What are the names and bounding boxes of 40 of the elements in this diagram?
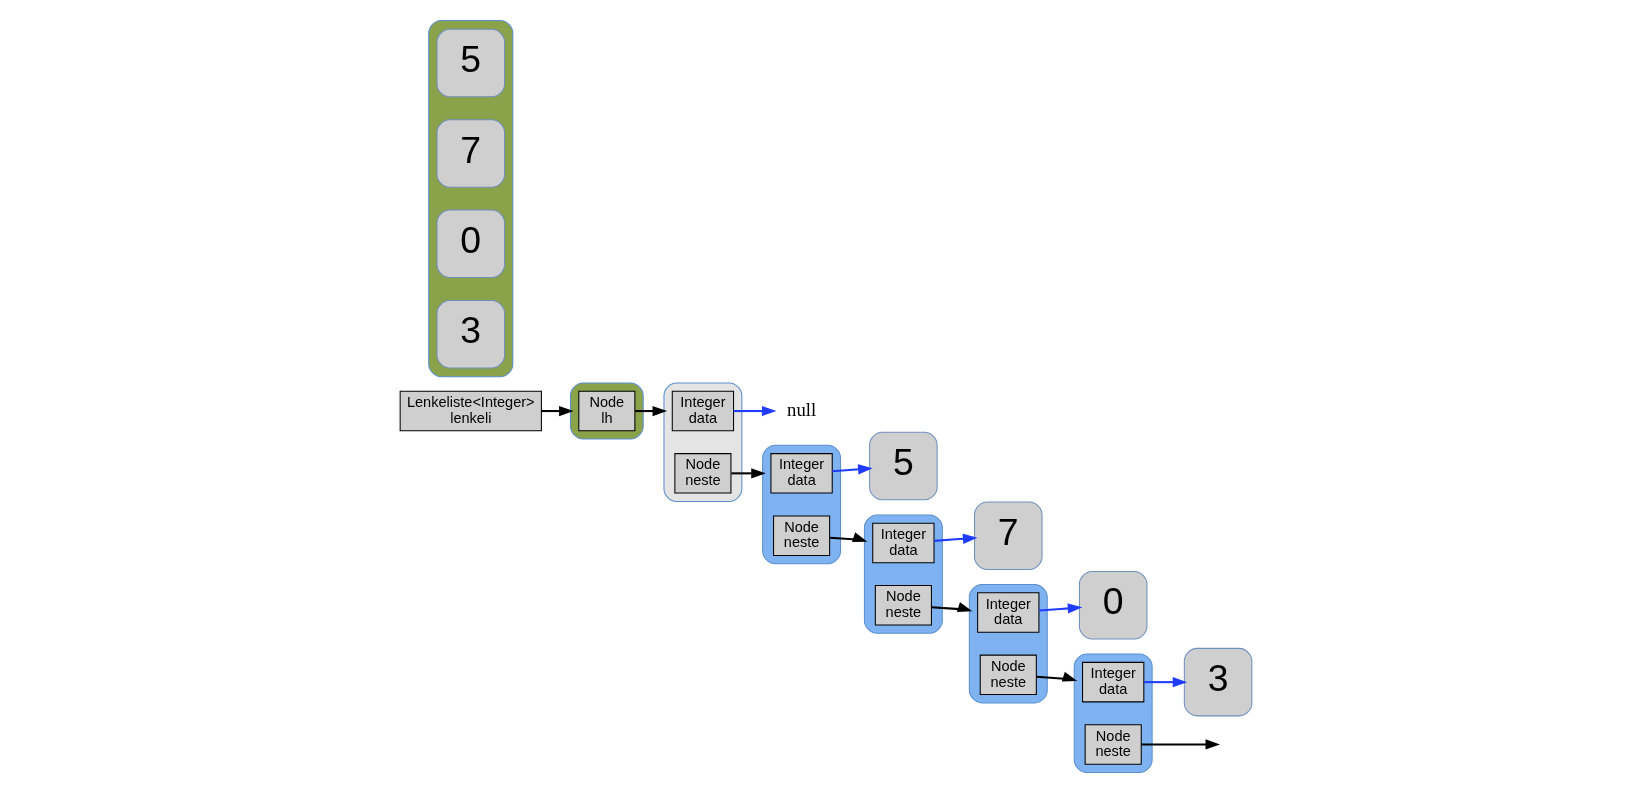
- arrow: [1038, 603, 1082, 614]
- cluster: [662, 382, 742, 502]
- node-box: Integer data: [871, 522, 935, 564]
- cluster: [761, 444, 841, 565]
- node-box: Integer data: [671, 390, 734, 432]
- node-box: 5: [436, 28, 505, 98]
- node-box: 7: [436, 119, 505, 188]
- cluster: [863, 514, 943, 634]
- arrow: [1143, 677, 1187, 688]
- node-box: Integer data: [1081, 661, 1144, 703]
- cluster: [1073, 653, 1153, 773]
- arrow: [730, 468, 766, 479]
- arrow: [930, 602, 972, 612]
- cluster: [427, 20, 513, 378]
- node-box: Integer data: [976, 592, 1039, 633]
- arrow: [1140, 739, 1220, 750]
- arrow: [634, 405, 667, 417]
- arrow: [831, 464, 873, 475]
- node-box: 5: [868, 431, 938, 501]
- cluster: [569, 382, 644, 440]
- node-box: Node neste: [673, 453, 731, 494]
- cluster: [968, 584, 1048, 704]
- node-box: Node neste: [1084, 724, 1142, 765]
- node-box: Node lh: [577, 390, 635, 432]
- arrow: [1035, 671, 1077, 682]
- node-box: Integer data: [769, 453, 833, 494]
- node-box: 0: [1078, 571, 1147, 640]
- node-box: 3: [1183, 647, 1252, 717]
- node-box: 0: [436, 209, 505, 279]
- node-box: Lenkeliste<Integer> lenkeli: [399, 390, 542, 432]
- arrow: [541, 405, 574, 417]
- node-box: Node neste: [979, 654, 1037, 696]
- arrow: [933, 533, 977, 544]
- arrow: [733, 405, 776, 417]
- node-text: null: [786, 398, 816, 420]
- node-box: 7: [973, 501, 1043, 570]
- node-box: 3: [436, 299, 505, 369]
- node-box: Node neste: [874, 585, 932, 626]
- node-box: Node neste: [772, 515, 830, 556]
- arrow: [829, 532, 867, 542]
